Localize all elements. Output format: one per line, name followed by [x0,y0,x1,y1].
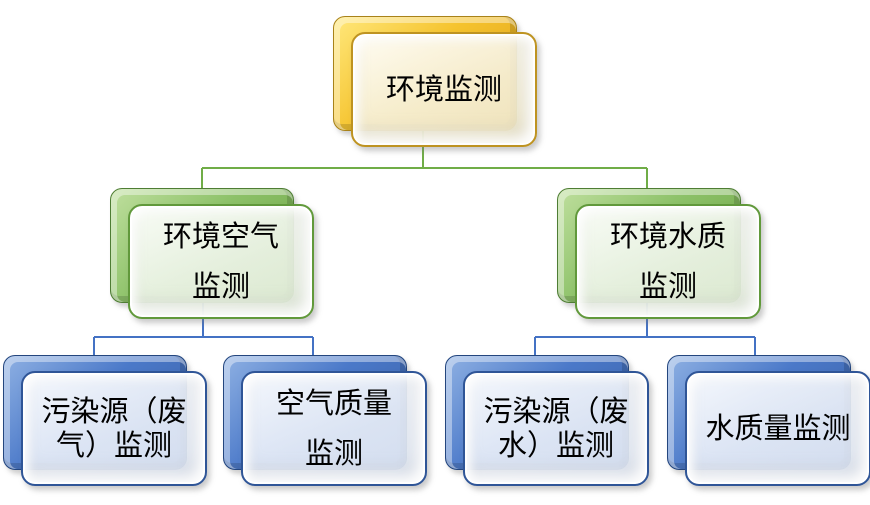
node-water-pollution-source[interactable]: 污染源（废 水）监测 [445,355,651,488]
node-air-quality[interactable]: 空气质量 监测 [223,355,429,488]
node-water-quality-label: 水质量监测 [705,412,851,445]
node-air-monitoring[interactable]: 环境空气 监测 [110,188,316,321]
node-air-pollution-label: 污染源（废 气）监测 [41,395,187,462]
node-air-quality-front-shape: 空气质量 监测 [241,371,427,486]
node-water-pollution-label: 污染源（废 水）监测 [483,395,629,462]
connector-root-to-level2 [201,129,648,196]
node-water-pollution-front-shape: 污染源（废 水）监测 [463,371,649,486]
node-air-quality-label: 空气质量 监测 [275,387,392,470]
node-air-label: 环境空气 监测 [162,220,279,303]
node-air-front-shape: 环境空气 监测 [128,204,314,319]
node-root-label: 环境监测 [385,73,502,106]
node-water-front-shape: 环境水质 监测 [575,204,761,319]
node-water-monitoring[interactable]: 环境水质 监测 [557,188,763,321]
node-air-pollution-source[interactable]: 污染源（废 气）监测 [3,355,209,488]
node-water-label: 环境水质 监测 [609,220,726,303]
connector-air-to-children [93,301,314,360]
node-water-quality-front-shape: 水质量监测 [685,371,870,486]
node-water-quality[interactable]: 水质量监测 [667,355,870,488]
connector-water-to-children [534,301,756,360]
node-air-pollution-front-shape: 污染源（废 气）监测 [21,371,207,486]
node-root-front-shape: 环境监测 [351,32,537,147]
node-root[interactable]: 环境监测 [333,16,539,149]
